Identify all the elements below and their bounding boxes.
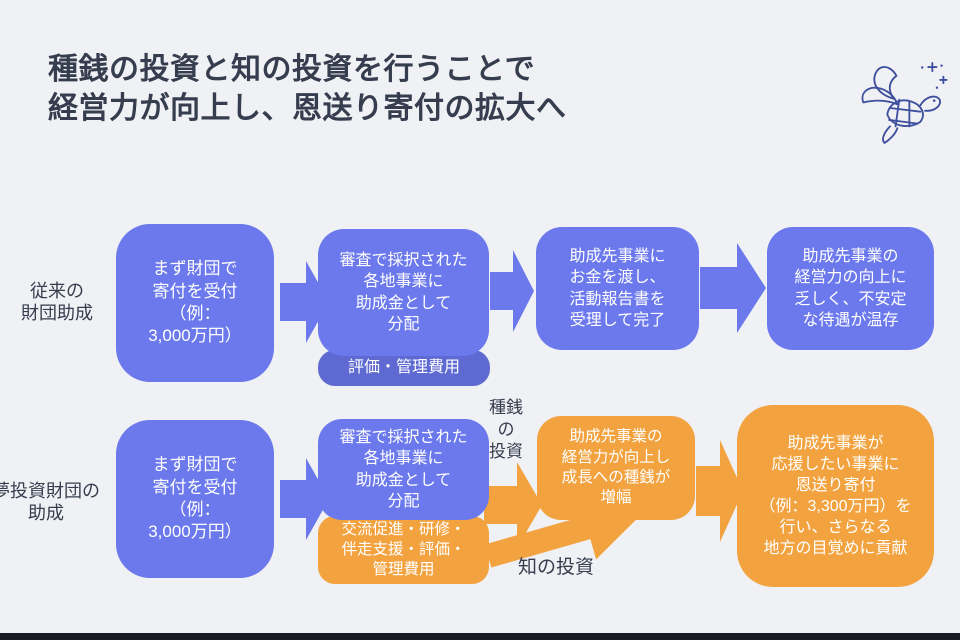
row1-box-screening: 審査で採択された 各地事業に 助成金として 分配 [318,229,489,356]
title-line-1: 種銭の投資と知の投資を行うことで [48,53,536,86]
row1-box-handover: 助成先事業に お金を渡し、 活動報告書を 受理して完了 [536,227,699,350]
row2-box-screening: 審査で採択された 各地事業に 助成金として 分配 [318,419,489,520]
knowledge-investment-label: 知の投資 [517,557,594,578]
row1-tag-eval-cost: 評価・管理費用 [318,350,490,386]
row1-box-outcome: 助成先事業の 経営力の向上に 乏しく、不安定 な待遇が温存 [767,227,934,350]
page-title: 種銭の投資と知の投資を行うことで 経営力が向上し、恩送り寄付の拡大へ [48,50,567,128]
footer-bar [0,633,960,640]
row1-arrow-3-icon [700,243,766,333]
title-line-2: 経営力が向上し、恩送り寄付の拡大へ [48,92,567,125]
row2-seed-arrow-icon [484,462,542,548]
row2-arrow-4-icon [696,440,743,542]
row2-box-donation: まず財団で 寄付を受付 （例： 3,000万円） [116,420,274,578]
row1-arrow-2-icon [490,250,534,332]
row1-arrow-1-icon [280,261,329,343]
row2-box-paying-forward: 助成先事業が 応援したい事業に 恩送り寄付 （例：3,300万円）を 行い、さら… [737,405,934,587]
flying-turtle-icon [861,61,948,144]
seed-investment-label: 種銭 の 投資 [489,398,523,461]
row1-label: 従来の 財団助成 [21,280,93,324]
row2-box-growth: 助成先事業の 経営力が向上し 成長への種銭が 増幅 [537,416,695,520]
row2-arrow-1-icon [280,458,329,540]
row2-tag-support-cost: 交流促進・研修・ 伴走支援・評価・ 管理費用 [318,516,489,584]
row1-box-donation: まず財団で 寄付を受付 （例： 3,000万円） [116,224,274,382]
row2-label: 夢投資財団の 助成 [0,480,100,524]
